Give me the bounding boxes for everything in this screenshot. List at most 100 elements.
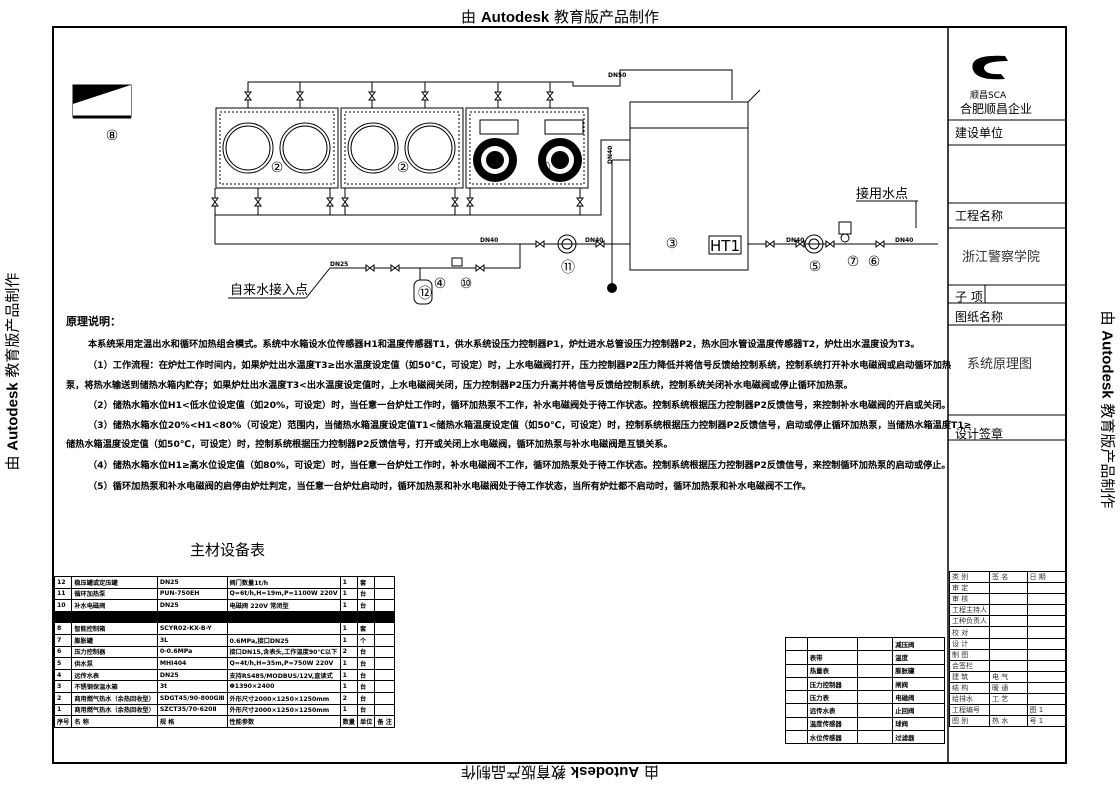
table-header-cell: 单位 <box>356 715 376 728</box>
valve-icon <box>765 240 775 248</box>
expansion-tank-icon <box>413 279 433 305</box>
fig-no: 图 1 <box>1026 704 1066 717</box>
label-item-2a: ② <box>271 160 284 176</box>
table-cell <box>374 645 395 659</box>
signoff-label: 会签栏 <box>949 659 990 672</box>
valve-icon <box>341 197 349 207</box>
company-logo-text: 顺昌SCA <box>970 91 1007 101</box>
tap-water-label: 自来水接入点 <box>230 282 308 298</box>
legend-label: 膨胀罐 <box>892 663 945 678</box>
signoff-cell <box>1026 659 1066 672</box>
table-cell: 2 <box>339 645 359 659</box>
legend-symbol <box>856 650 894 665</box>
table-cell <box>374 610 395 624</box>
signoff-cell <box>1026 637 1066 650</box>
seq-no: 号 1 <box>1026 715 1066 728</box>
legend-symbol <box>856 716 894 732</box>
watermark-top: 由 Autodesk 教育版产品制作 <box>461 8 659 26</box>
table-cell: 0-0.6MPa <box>156 645 228 659</box>
table-cell: 台 <box>356 645 376 659</box>
table-cell: 1 <box>339 599 359 612</box>
pipe-label-dn40-c: DN40 <box>786 237 804 244</box>
legend-label: 过滤器 <box>892 730 945 745</box>
valve-icon <box>595 240 605 248</box>
label-item-8: ⑧ <box>106 128 119 144</box>
supply-pump-icon <box>804 234 824 254</box>
legend-label: 远传水表 <box>806 703 858 718</box>
drawing-frame <box>52 26 1067 764</box>
table-cell: 供水泵 <box>71 657 158 670</box>
signoff-cell <box>1026 582 1066 595</box>
signoff-cell <box>1026 593 1066 606</box>
legend-label <box>806 636 858 652</box>
pipe-label-dn25: DN25 <box>330 261 348 268</box>
label-item-7: ⑦ <box>847 254 860 270</box>
valve-icon <box>254 197 262 207</box>
table-header-cell: 规 格 <box>156 715 228 728</box>
countersign-cell <box>1026 670 1066 683</box>
table-cell <box>374 599 395 612</box>
signoff-row: 审 核 <box>949 593 1066 606</box>
bom-title: 主材设备表 <box>190 541 266 559</box>
principle-line-3: 泵，将热水输送到储热水箱内贮存；如果炉灶出水温度T3<出水温度设定值时，上水电磁… <box>66 380 853 391</box>
table-cell: MHI404 <box>156 657 228 670</box>
signoff-cell <box>1026 648 1066 661</box>
countersign-label: 给排水 <box>949 693 990 706</box>
boiler-unit-2a <box>215 107 339 189</box>
legend-label: 闸阀 <box>892 676 945 692</box>
table-cell: 1 <box>339 668 359 682</box>
table-cell: 1 <box>339 622 359 635</box>
label-item-1: ① <box>539 160 552 176</box>
valve-icon <box>451 197 459 207</box>
table-cell: 压力控制器 <box>71 645 158 659</box>
table-cell: 11 <box>53 587 73 601</box>
legend-symbol <box>856 676 894 692</box>
signoff-row: 设 计 <box>949 637 1066 650</box>
label-item-4: ④ <box>434 276 447 292</box>
valve-icon <box>368 91 376 101</box>
legend-symbol <box>785 663 808 678</box>
label-item-3: ③ <box>666 236 679 252</box>
table-cell: 12 <box>53 576 73 589</box>
table-header-row: 序号名 称规 格性能参数数量单位备 注 <box>53 715 395 728</box>
countersign-label: 建 筑 <box>949 670 990 683</box>
signoff-header-cell: 日 期 <box>1026 570 1066 584</box>
legend-symbol <box>856 690 894 705</box>
table-cell: 商用燃气热水（余热回收型） <box>71 691 158 705</box>
signoff-header: 类 别签 名日 期 <box>949 570 1066 584</box>
legend-symbol <box>785 716 808 732</box>
pipe-label-dn40-b: DN40 <box>585 237 603 244</box>
signoff-row: 制 图 <box>949 648 1066 661</box>
signoff-cell <box>989 615 1028 628</box>
table-cell: 1 <box>53 703 73 717</box>
valve-icon <box>211 197 219 207</box>
water-meter-icon <box>451 257 463 267</box>
signoff-cell <box>989 648 1028 661</box>
category-label: 图 别 <box>949 715 990 728</box>
legend-row: 压力表电磁阀 <box>785 690 945 705</box>
company-name: 合肥顺昌企业 <box>960 102 1033 116</box>
valve-icon <box>546 91 554 101</box>
legend-symbol <box>785 676 808 692</box>
valve-icon <box>326 197 334 207</box>
signoff-cell <box>989 593 1028 606</box>
table-cell <box>53 610 73 624</box>
table-cell <box>374 703 395 717</box>
table-cell: 台 <box>356 668 376 682</box>
countersign-label: 暖 通 <box>989 681 1028 695</box>
signoff-label: 校 对 <box>949 626 990 639</box>
build-unit-label: 建设单位 <box>955 126 1004 140</box>
signoff-cell <box>989 604 1028 617</box>
table-cell: 10 <box>53 599 73 612</box>
legend-label: 止回阀 <box>892 703 945 718</box>
legend-table: 减压阀表带温度热量表膨胀罐压力控制器闸阀压力表电磁阀远传水表止回阀温度传感器球阀… <box>785 636 945 745</box>
legend-label: 压力表 <box>806 690 858 705</box>
category-row: 图 别热 水号 1 <box>949 715 1066 728</box>
table-cell <box>374 691 395 705</box>
table-cell: 5 <box>53 657 73 670</box>
table-cell: 4 <box>53 668 73 682</box>
use-point-label: 接用水点 <box>856 186 908 202</box>
